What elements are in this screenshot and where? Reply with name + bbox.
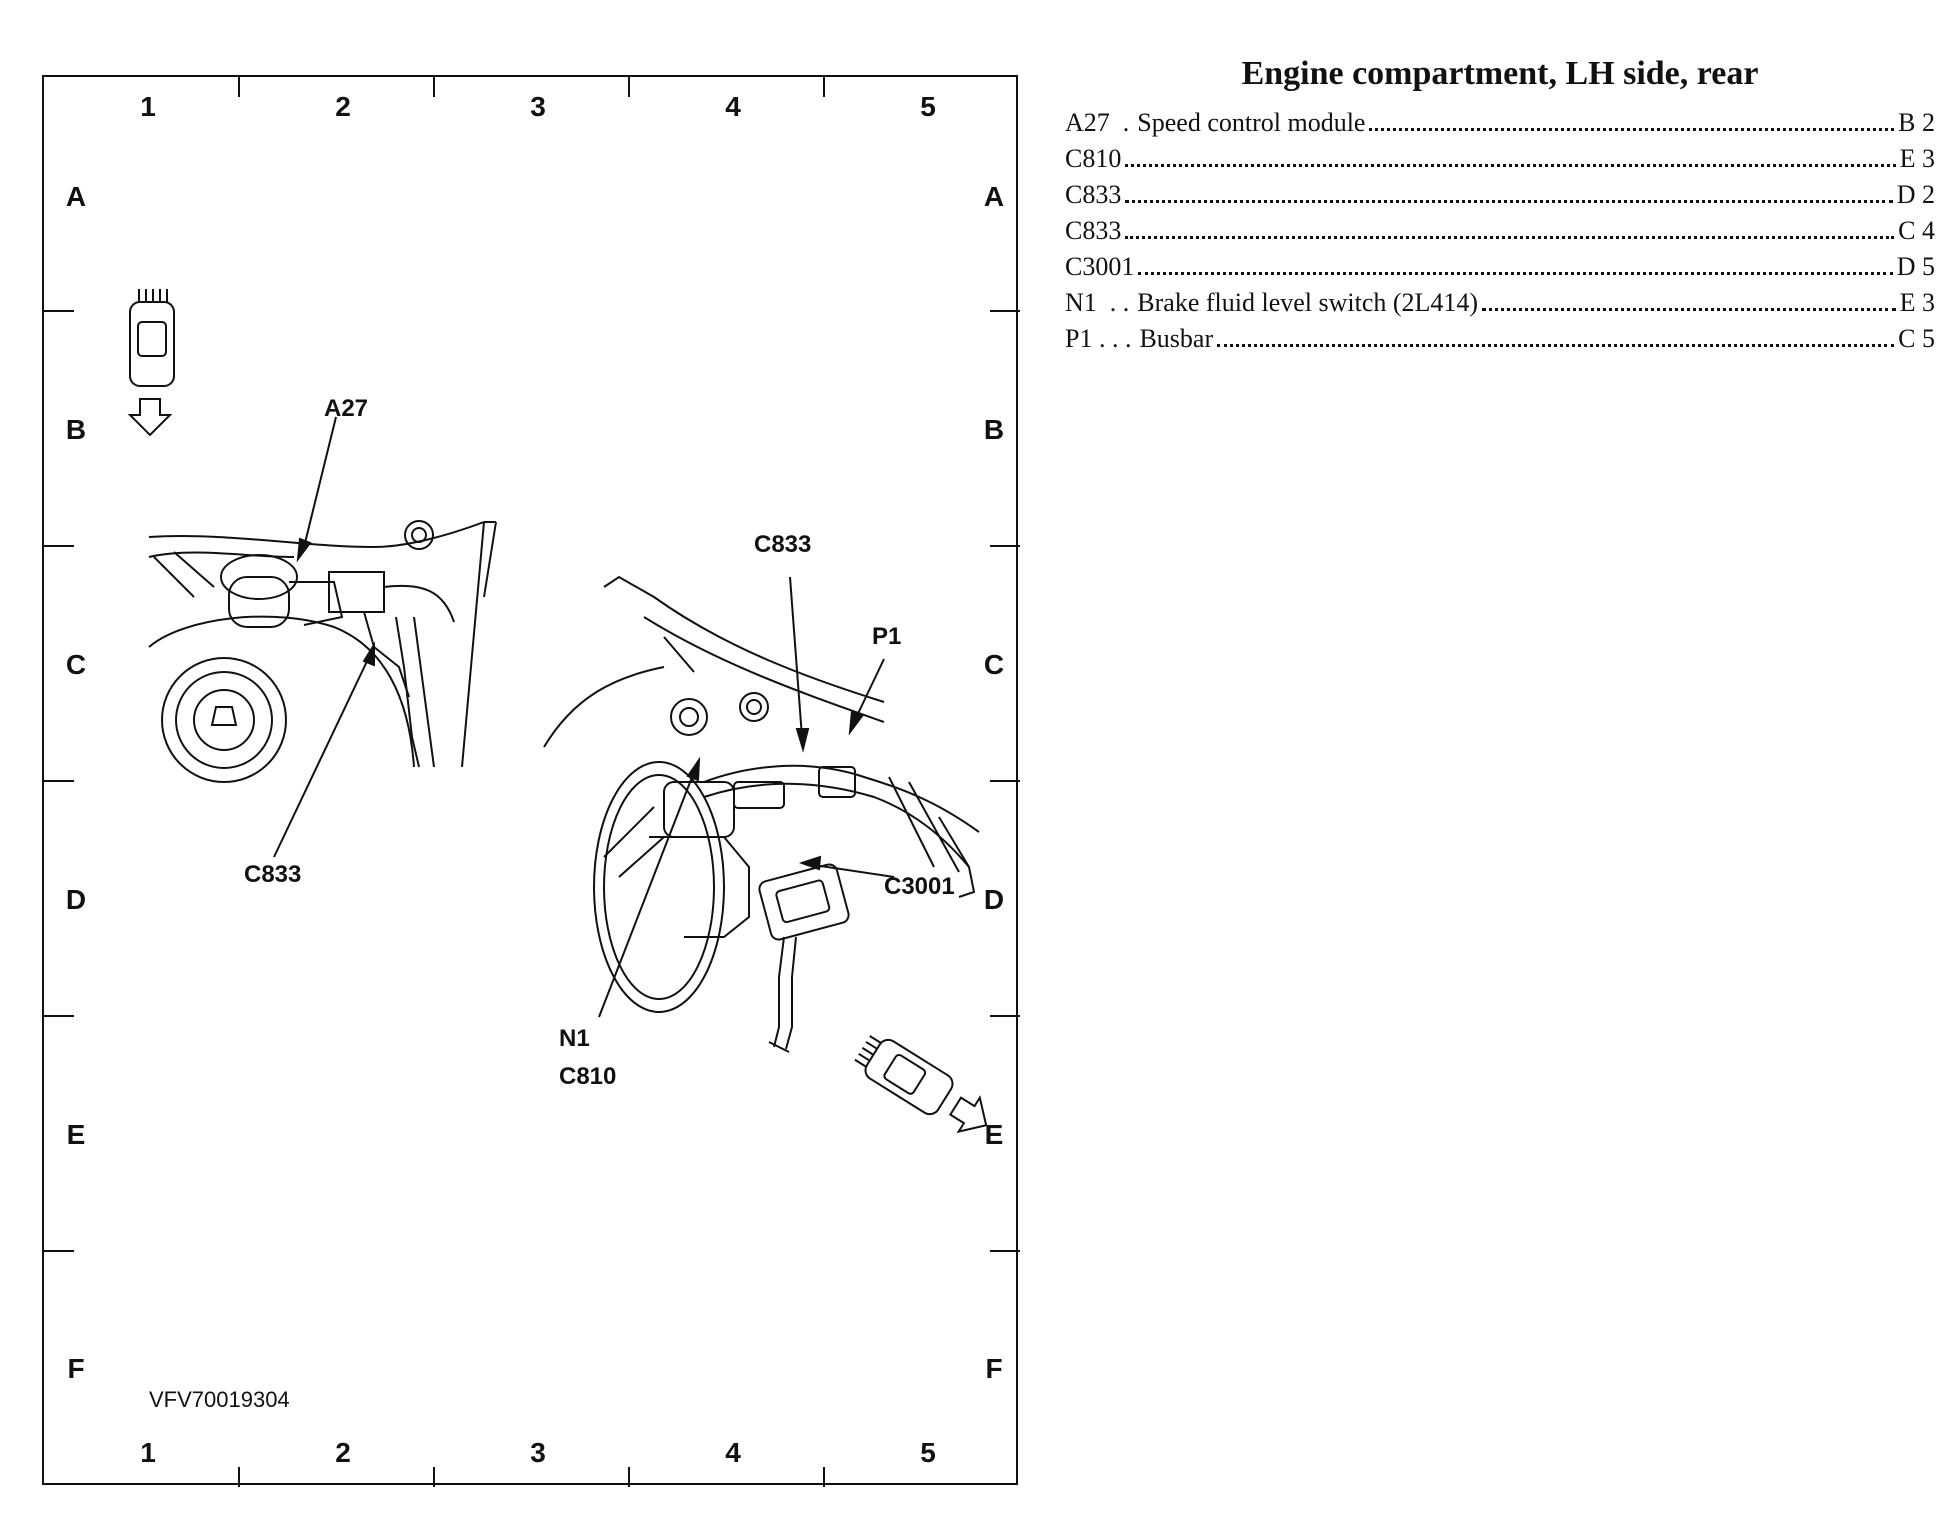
leader-dots	[1482, 307, 1896, 311]
callout-leader-lines	[273, 416, 895, 1018]
legend-code: C810	[1065, 144, 1122, 173]
legend-code: C833	[1065, 180, 1122, 209]
legend-code: C3001	[1065, 252, 1135, 281]
vehicle-orientation-icon	[127, 289, 175, 437]
row-label-right-d: D	[983, 884, 1005, 915]
column-label-top-1: 1	[140, 91, 156, 122]
diagram-artwork	[44, 77, 1020, 1487]
legend-row: N1 . . Brake fluid level switch (2L414) …	[1065, 285, 1935, 321]
legend-row: C810 E 3	[1065, 141, 1935, 177]
column-label-top-5: 5	[920, 91, 936, 122]
legend-lead: . .	[1096, 288, 1130, 317]
legend-row: C3001 D 5	[1065, 249, 1935, 285]
legend-code: A27	[1065, 108, 1110, 137]
leader-dots	[1138, 271, 1893, 275]
legend-title: Engine compartment, LH side, rear	[1241, 55, 1759, 92]
legend-code: N1	[1065, 288, 1097, 317]
legend-grid-ref: E 3	[1899, 288, 1935, 317]
legend-description: Busbar	[1139, 324, 1214, 353]
component-legend: Engine compartment, LH side, rear A27 . …	[1065, 55, 1935, 357]
legend-code: P1	[1065, 324, 1093, 353]
column-label-top-3: 3	[530, 91, 546, 122]
legend-grid-ref: D 5	[1896, 252, 1935, 281]
column-label-top-2: 2	[335, 91, 351, 122]
legend-lead: . . .	[1092, 324, 1132, 353]
column-label-bottom-1: 1	[140, 1437, 156, 1468]
column-label-top-4: 4	[725, 91, 741, 122]
row-label-right-f: F	[985, 1353, 1003, 1384]
callout-c3001: C3001	[884, 873, 955, 900]
callout-a27: A27	[324, 395, 369, 422]
callout-p1: P1	[872, 623, 902, 650]
legend-row: A27 . Speed control module B 2	[1065, 105, 1935, 141]
leader-dots	[1125, 235, 1895, 239]
vehicle-orientation-icon-2	[854, 1035, 988, 1134]
row-label-left-e: E	[66, 1119, 86, 1150]
legend-grid-ref: B 2	[1898, 108, 1935, 137]
row-label-right-e: E	[984, 1119, 1004, 1150]
row-label-right-b: B	[983, 414, 1005, 445]
callout-c810: C810	[559, 1063, 617, 1090]
row-label-right-a: A	[983, 181, 1005, 212]
legend-row: C833 D 2	[1065, 177, 1935, 213]
legend-lead: .	[1109, 108, 1130, 137]
row-label-right-c: C	[983, 649, 1005, 680]
leader-dots	[1125, 163, 1896, 167]
row-label-left-a: A	[65, 181, 87, 212]
leader-dots	[1125, 199, 1893, 203]
grid-ticks	[44, 77, 1020, 1487]
row-label-left-d: D	[65, 884, 87, 915]
column-label-bottom-2: 2	[335, 1437, 351, 1468]
left-engine-illustration	[148, 520, 497, 783]
legend-description: Speed control module	[1137, 108, 1366, 137]
callout-c833-left: C833	[244, 861, 302, 888]
callout-n1: N1	[559, 1025, 590, 1052]
legend-grid-ref: C 4	[1898, 216, 1935, 245]
column-label-bottom-3: 3	[530, 1437, 546, 1468]
leader-dots	[1369, 127, 1895, 131]
legend-grid-ref: E 3	[1899, 144, 1935, 173]
right-engine-illustration	[543, 575, 980, 1053]
legend-row: P1 . . . Busbar C 5	[1065, 321, 1935, 357]
figure-id: VFV70019304	[149, 1387, 290, 1412]
legend-grid-ref: D 2	[1896, 180, 1935, 209]
column-label-bottom-4: 4	[725, 1437, 741, 1468]
row-label-left-f: F	[67, 1353, 85, 1384]
legend-grid-ref: C 5	[1898, 324, 1935, 353]
legend-code: C833	[1065, 216, 1122, 245]
legend-description: Brake fluid level switch (2L414)	[1137, 288, 1479, 317]
legend-row: C833 C 4	[1065, 213, 1935, 249]
callout-c833-right: C833	[754, 531, 812, 558]
diagram-frame: 1 2 3 4 5 1 2 3 4 5 A B C D E F A B C D …	[42, 75, 1020, 1487]
row-label-left-c: C	[65, 649, 87, 680]
leader-dots	[1217, 343, 1895, 347]
column-label-bottom-5: 5	[920, 1437, 936, 1468]
row-label-left-b: B	[65, 414, 87, 445]
